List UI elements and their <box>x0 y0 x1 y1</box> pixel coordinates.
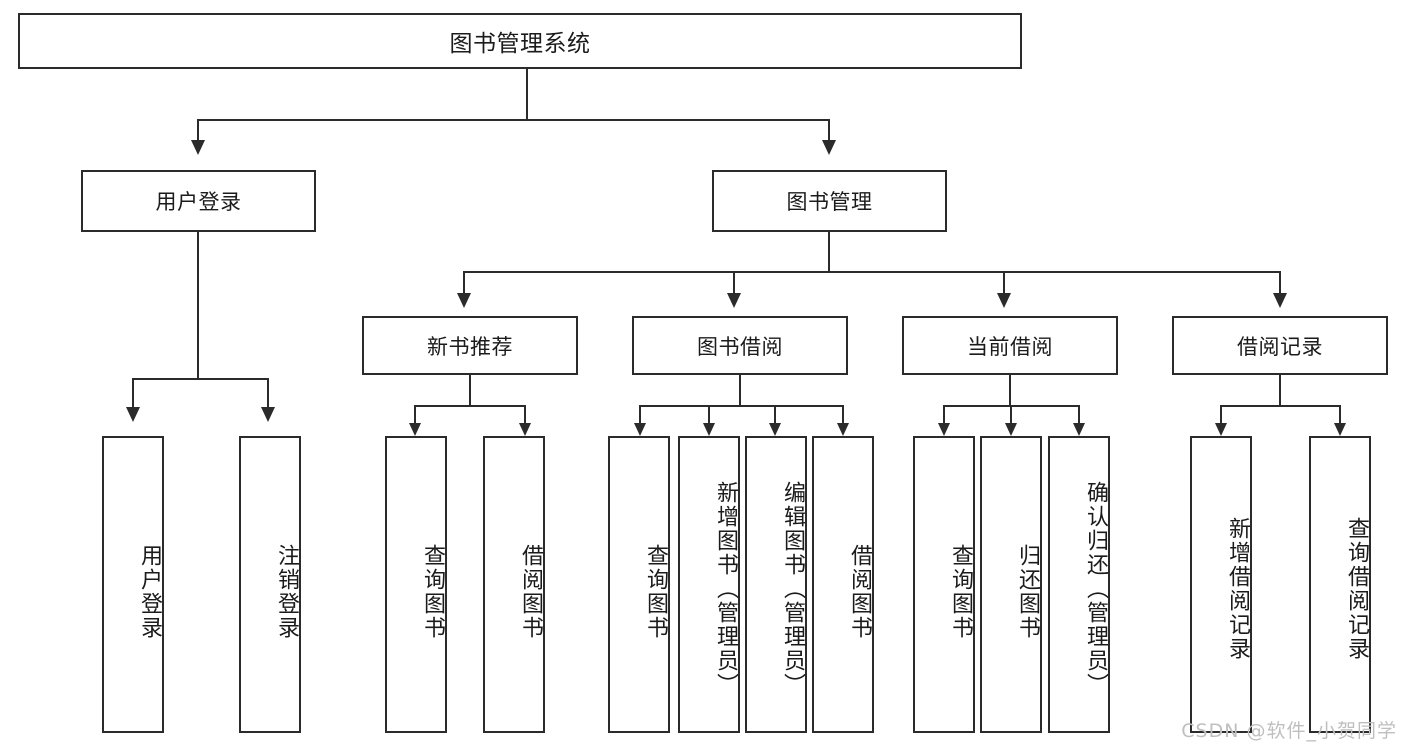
arrow-bookborrow-leaf4 <box>837 423 849 436</box>
node-label: 查询借阅记录 <box>1344 516 1369 661</box>
node-label: 新书推荐 <box>427 334 513 359</box>
node-label: 查询图书 <box>643 543 668 640</box>
node-new-book-recommend[interactable]: 新书推荐 <box>362 316 578 375</box>
edge-bookmgmt-to-current <box>1003 271 1005 295</box>
node-label: 用户登录 <box>137 543 162 640</box>
edge-bookmgmt-to-record <box>1279 271 1281 295</box>
node-label: 借阅图书 <box>518 543 543 640</box>
node-label: 借阅记录 <box>1237 334 1323 359</box>
node-label: 注销登录 <box>274 543 299 640</box>
edge-borrowrecord-bus <box>1221 405 1340 407</box>
edge-bookmgmt-bus <box>464 271 1280 273</box>
edge-bookborrow-to-leaf3 <box>774 405 776 425</box>
arrow-currentborrow-leaf1 <box>938 423 950 436</box>
leaf-return-book[interactable]: 归还图书 <box>980 436 1042 733</box>
edge-root-to-book-mgmt <box>828 119 830 142</box>
edge-borrowrecord-to-leaf1 <box>1220 405 1222 425</box>
arrow-newbook-leaf2 <box>519 423 531 436</box>
leaf-edit-book-admin[interactable]: 编辑图书（管理员） <box>745 436 807 733</box>
leaf-logout[interactable]: 注销登录 <box>239 436 301 733</box>
leaf-borrow-book-recommend[interactable]: 借阅图书 <box>483 436 545 733</box>
edge-userlogin-down <box>197 232 199 379</box>
node-label: 图书管理 <box>786 190 873 214</box>
node-label: 图书管理系统 <box>449 31 591 57</box>
edge-root-down <box>526 69 528 120</box>
edge-bookmgmt-to-new <box>463 271 465 295</box>
edge-userlogin-to-leaf1 <box>132 378 134 409</box>
edge-currentborrow-to-leaf2 <box>1010 405 1012 425</box>
leaf-borrow-book[interactable]: 借阅图书 <box>812 436 874 733</box>
leaf-confirm-return-admin[interactable]: 确认归还（管理员） <box>1048 436 1110 733</box>
arrow-bookborrow-leaf3 <box>769 423 781 436</box>
node-label: 查询图书 <box>948 543 973 640</box>
node-label: 图书借阅 <box>697 334 783 359</box>
edge-userlogin-to-leaf2 <box>267 378 269 409</box>
arrow-to-user-login <box>191 140 205 155</box>
leaf-user-login[interactable]: 用户登录 <box>102 436 164 733</box>
edge-bookborrow-bus <box>640 405 844 407</box>
edge-root-to-user-login <box>197 119 199 142</box>
leaf-query-book-borrow[interactable]: 查询图书 <box>608 436 670 733</box>
arrow-bookborrow-leaf2 <box>703 423 715 436</box>
edge-bookborrow-down <box>739 375 741 406</box>
node-label: 查询图书 <box>420 543 445 640</box>
node-root-system[interactable]: 图书管理系统 <box>18 13 1022 69</box>
arrow-to-new-book <box>457 293 471 308</box>
node-label: 确认归还（管理员） <box>1083 480 1108 697</box>
arrow-borrowrecord-leaf1 <box>1215 423 1227 436</box>
edge-bookborrow-to-leaf4 <box>842 405 844 425</box>
node-borrow-record[interactable]: 借阅记录 <box>1172 316 1388 375</box>
arrow-to-book-borrow <box>727 293 741 308</box>
edge-newbook-down <box>469 375 471 406</box>
csdn-watermark: CSDN @软件_小贺同学 <box>1181 720 1397 742</box>
node-book-management[interactable]: 图书管理 <box>712 170 947 232</box>
edge-newbook-to-leaf1 <box>414 405 416 425</box>
edge-currentborrow-down <box>1009 375 1011 406</box>
node-current-borrow[interactable]: 当前借阅 <box>902 316 1118 375</box>
edge-bookborrow-to-leaf2 <box>708 405 710 425</box>
edge-borrowrecord-to-leaf2 <box>1339 405 1341 425</box>
leaf-add-borrow-record[interactable]: 新增借阅记录 <box>1190 436 1252 733</box>
node-label: 新增借阅记录 <box>1225 516 1250 661</box>
arrow-to-current-borrow <box>997 293 1011 308</box>
arrow-newbook-leaf1 <box>409 423 421 436</box>
node-label: 借阅图书 <box>847 543 872 640</box>
edge-bookmgmt-down <box>828 232 830 272</box>
arrow-currentborrow-leaf3 <box>1073 423 1085 436</box>
node-label: 新增图书（管理员） <box>713 480 738 697</box>
node-label: 用户登录 <box>155 190 242 214</box>
edge-userlogin-bus <box>133 378 268 380</box>
arrow-to-book-mgmt <box>822 140 836 155</box>
arrow-to-leaf-user-login <box>126 407 140 422</box>
node-label: 归还图书 <box>1015 543 1040 640</box>
arrow-borrowrecord-leaf2 <box>1334 423 1346 436</box>
node-label: 编辑图书（管理员） <box>780 480 805 697</box>
edge-borrowrecord-down <box>1279 375 1281 406</box>
edge-newbook-to-leaf2 <box>524 405 526 425</box>
arrow-bookborrow-leaf1 <box>634 423 646 436</box>
arrow-to-leaf-logout <box>261 407 275 422</box>
edge-bookborrow-to-leaf1 <box>639 405 641 425</box>
edge-currentborrow-to-leaf3 <box>1078 405 1080 425</box>
node-label: 当前借阅 <box>967 334 1053 359</box>
node-book-borrow[interactable]: 图书借阅 <box>632 316 848 375</box>
leaf-query-book-recommend[interactable]: 查询图书 <box>385 436 447 733</box>
leaf-query-book-current[interactable]: 查询图书 <box>913 436 975 733</box>
leaf-add-book-admin[interactable]: 新增图书（管理员） <box>678 436 740 733</box>
edge-bookmgmt-to-borrow <box>733 271 735 295</box>
edge-currentborrow-to-leaf1 <box>943 405 945 425</box>
edge-root-bus <box>198 119 830 121</box>
arrow-to-borrow-record <box>1273 293 1287 308</box>
leaf-query-borrow-record[interactable]: 查询借阅记录 <box>1309 436 1371 733</box>
node-user-login[interactable]: 用户登录 <box>81 170 316 232</box>
arrow-currentborrow-leaf2 <box>1005 423 1017 436</box>
edge-newbook-bus <box>415 405 525 407</box>
